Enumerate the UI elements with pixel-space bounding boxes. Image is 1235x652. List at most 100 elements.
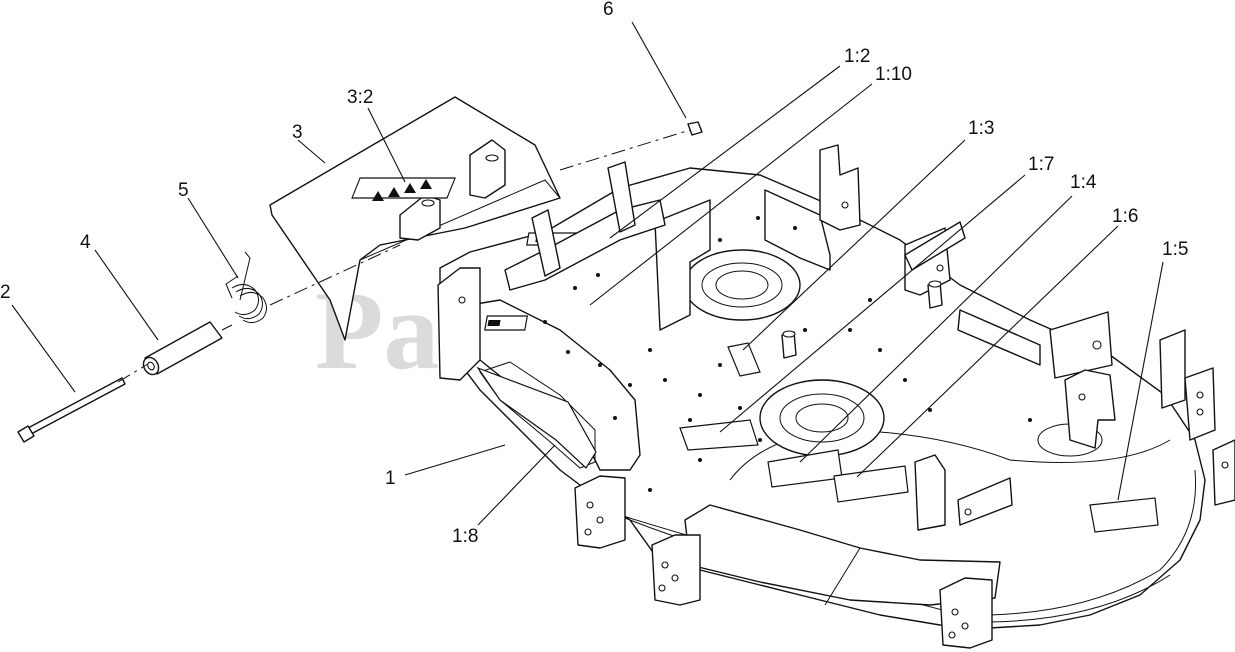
spacer-tube-part-4[interactable]: [140, 321, 223, 377]
assembly-axis: [117, 129, 691, 383]
left-hanger-bracket: [437, 267, 481, 381]
shield-warning-decal-3-2[interactable]: [351, 177, 456, 199]
rail-right-lower: [957, 309, 1041, 366]
deck-holes: [538, 216, 1032, 492]
bracket-hole: [951, 608, 959, 616]
upper-spindle-housing: [683, 249, 801, 321]
spacer-bore: [147, 361, 155, 371]
bracket-hole: [961, 622, 969, 630]
leader-1-5: [1117, 261, 1164, 501]
callout-6[interactable]: 6: [603, 0, 614, 20]
front-baffle: [684, 504, 1001, 606]
callout-labels: 6 1:2 1:10 3:2 3 5 4 2 1:3 1:7 1:4 1:6 1…: [0, 0, 1188, 547]
upper-spindle-hub: [715, 270, 769, 300]
far-right-bracket: [1159, 329, 1186, 409]
far-right-tab: [1212, 439, 1235, 506]
decal-1-8[interactable]: [476, 366, 597, 469]
decal-1-5[interactable]: [1089, 497, 1159, 533]
bracket-slot: [421, 199, 435, 207]
bracket-hole: [1221, 461, 1229, 469]
deck-rear-rail: [504, 161, 1041, 366]
callout-1-5[interactable]: 1:5: [1162, 239, 1188, 260]
right-front-bracket: [939, 577, 993, 649]
leader-1-6: [856, 225, 1119, 478]
bracket-hole: [658, 584, 666, 592]
upper-spindle-ring: [701, 262, 783, 308]
torsion-spring-part-5[interactable]: [225, 251, 267, 324]
leader-1-7: [719, 174, 1026, 433]
pin-top: [782, 330, 796, 338]
spring-coil-2: [235, 288, 263, 320]
pivot-rod-head: [17, 425, 35, 443]
leader-1: [404, 444, 506, 476]
callout-4[interactable]: 4: [80, 232, 91, 253]
leader-1-10: [589, 83, 873, 306]
decal-1-3[interactable]: [727, 342, 761, 377]
leader-1-2: [609, 65, 841, 239]
callout-1-3[interactable]: 1:3: [968, 118, 994, 139]
mower-deck-part-1[interactable]: [437, 144, 1235, 649]
callout-2[interactable]: 2: [0, 282, 11, 303]
decal-1-6[interactable]: [833, 465, 909, 503]
spring-coil-1: [231, 284, 259, 316]
warning-triangles: [372, 179, 432, 201]
shield-bracket-a: [469, 139, 506, 199]
rail-right-segment: [904, 221, 966, 271]
callout-1-6[interactable]: 1:6: [1112, 206, 1138, 227]
leader-2: [11, 304, 76, 393]
rear-bracket-left: [819, 144, 861, 231]
callout-1[interactable]: 1: [385, 468, 396, 489]
discharge-bracket-2: [957, 477, 1013, 526]
lower-spindle-hub: [795, 403, 849, 433]
bracket-hole: [1196, 391, 1204, 399]
callout-1-4[interactable]: 1:4: [1070, 172, 1097, 193]
bracket-hole: [841, 201, 849, 209]
decal-1-10[interactable]: [484, 315, 528, 331]
right-rear-bracket: [1064, 369, 1116, 449]
callout-1-8[interactable]: 1:8: [452, 526, 478, 547]
spring-coil-3: [239, 292, 267, 324]
bracket-hole: [458, 296, 466, 304]
callout-1-2[interactable]: 1:2: [844, 46, 870, 67]
lower-spindle-housing: [759, 379, 885, 457]
bracket-hole: [586, 501, 594, 509]
left-front-bracket: [574, 475, 626, 549]
leader-1-8: [477, 444, 556, 526]
nut-body: [687, 121, 703, 136]
leader-5: [187, 197, 239, 279]
leader-6: [631, 21, 687, 119]
bracket-hole: [661, 561, 669, 569]
spring-arm-lower: [225, 275, 239, 299]
deflector-shield-part-3[interactable]: [269, 96, 561, 341]
pivot-rod-part-2[interactable]: [17, 377, 126, 443]
bracket-hole: [1092, 340, 1102, 350]
spring-arm-upper: [239, 251, 251, 301]
callout-3[interactable]: 3: [292, 122, 303, 143]
callout-5[interactable]: 5: [178, 180, 189, 201]
callout-1-7[interactable]: 1:7: [1028, 154, 1054, 175]
rail-post-center: [607, 161, 636, 233]
bracket-hole: [671, 574, 679, 582]
bracket-hole: [964, 508, 972, 516]
callout-1-10[interactable]: 1:10: [875, 64, 912, 85]
pivot-rod-shaft: [27, 377, 126, 435]
leader-1-3: [742, 139, 966, 351]
leader-3-2: [367, 107, 406, 183]
pin-top: [928, 280, 942, 288]
decal-1-7[interactable]: [679, 419, 759, 451]
callout-3-2[interactable]: 3:2: [347, 87, 373, 108]
deck-decals: [476, 232, 1159, 533]
discharge-bracket-1: [914, 454, 946, 531]
bracket-hole: [584, 528, 592, 536]
center-front-bracket: [651, 534, 701, 606]
right-side-bracket: [1049, 311, 1113, 379]
left-baffle-cutout: [479, 361, 596, 469]
bracket-hole: [1196, 408, 1204, 416]
lock-nut-part-6[interactable]: [687, 121, 703, 136]
bracket-hole: [936, 264, 944, 272]
far-right-plate: [1184, 367, 1216, 441]
leader-1-4: [799, 195, 1073, 463]
lower-spindle-ring: [779, 393, 865, 443]
